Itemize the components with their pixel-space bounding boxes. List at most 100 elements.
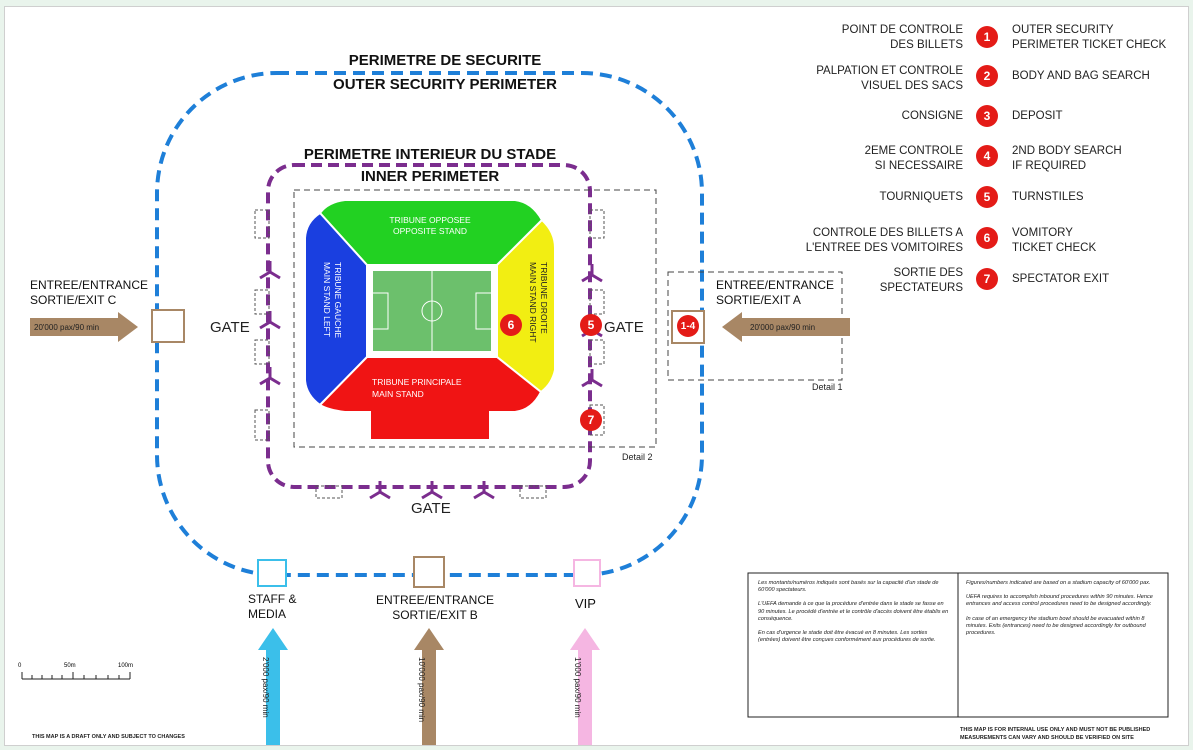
legend-2-fr: PALPATION ET CONTROLE VISUEL DES SACS xyxy=(800,64,963,94)
staff-media-label: STAFF & MEDIA xyxy=(248,592,296,622)
opposite-stand-fr: TRIBUNE OPPOSEE xyxy=(389,215,471,225)
notes-french: Les montants/numéros indiqués sont basés… xyxy=(758,580,950,644)
entrance-c-square xyxy=(151,309,185,343)
entrance-b-line2: SORTIE/EXIT B xyxy=(392,608,478,622)
legend-5-en: TURNSTILES xyxy=(1012,190,1084,205)
marker-7: 7 xyxy=(580,409,602,431)
left-stand-fr: TRIBUNE GAUCHE xyxy=(333,262,343,339)
legend-5-en-line1: TURNSTILES xyxy=(1012,191,1084,203)
legend-1-en: OUTER SECURITY PERIMETER TICKET CHECK xyxy=(1012,23,1166,53)
legend-1-number: 1 xyxy=(976,26,998,48)
legend-4-en: 2ND BODY SEARCH IF REQUIRED xyxy=(1012,144,1122,174)
legend-6-en-line2: TICKET CHECK xyxy=(1012,242,1097,254)
main-stand xyxy=(318,356,543,441)
arrow-entrance-a xyxy=(722,312,850,342)
legend-6-fr: CONTROLE DES BILLETS A L'ENTREE DES VOMI… xyxy=(780,226,963,256)
vip-label: VIP xyxy=(575,596,596,611)
entrance-a-line1: ENTREE/ENTRANCE xyxy=(716,278,835,292)
opposite-stand-label: TRIBUNE OPPOSEE OPPOSITE STAND xyxy=(360,215,500,237)
legend-4-number: 4 xyxy=(976,145,998,167)
legend-3-fr: CONSIGNE xyxy=(800,109,963,124)
note-en-2: UEFA requires to accomplish inbound proc… xyxy=(966,594,1153,608)
scale-label-50: 50m xyxy=(64,663,76,669)
legend-1-fr-line2: DES BILLETS xyxy=(890,39,963,51)
arrow-entrance-c xyxy=(30,312,138,342)
legend-6-en-line1: VOMITORY xyxy=(1012,227,1073,239)
arrow-entrance-b xyxy=(414,628,444,745)
right-stand-fr: TRIBUNE DROITE xyxy=(539,262,549,334)
detail-1-label: Detail 1 xyxy=(812,382,843,392)
legend-2-en-line1: BODY AND BAG SEARCH xyxy=(1012,70,1150,82)
entrance-c-line1: ENTREE/ENTRANCE xyxy=(30,278,149,292)
vip-square xyxy=(573,559,601,587)
legend-3-fr-line1: CONSIGNE xyxy=(901,110,963,122)
legend-5-number: 5 xyxy=(976,186,998,208)
legend-4-fr-line2: SI NECESSAIRE xyxy=(874,160,963,172)
inner-perimeter-title-en: INNER PERIMETER xyxy=(360,168,500,185)
footer-measurements-note: MEASUREMENTS CAN VARY AND SHOULD BE VERI… xyxy=(960,735,1134,741)
legend-6-fr-line1: CONTROLE DES BILLETS A xyxy=(812,227,963,239)
note-en-1: Figures/numbers indicated are based on a… xyxy=(966,580,1151,586)
note-fr-1: Les montants/numéros indiqués sont basés… xyxy=(758,580,939,594)
right-stand-en: MAIN STAND RIGHT xyxy=(528,262,538,343)
entrance-c-line2: SORTIE/EXIT C xyxy=(30,293,117,307)
rate-staff-label: 2'000 pax/90 min xyxy=(261,657,270,718)
left-stand-en: MAIN STAND LEFT xyxy=(322,262,332,337)
note-fr-2: L'UEFA demande à ce que la procédure d'e… xyxy=(758,601,949,622)
main-stand-fr: TRIBUNE PRINCIPALE xyxy=(372,377,462,387)
footer-draft-note: THIS MAP IS A DRAFT ONLY AND SUBJECT TO … xyxy=(32,734,185,740)
legend-5-fr-line1: TOURNIQUETS xyxy=(879,191,964,203)
staff-line2: MEDIA xyxy=(248,607,287,621)
entrance-a-line2: SORTIE/EXIT A xyxy=(716,293,801,307)
staff-line1: STAFF & xyxy=(248,592,297,606)
marker-6: 6 xyxy=(500,314,522,336)
legend-6-fr-line2: L'ENTREE DES VOMITOIRES xyxy=(805,242,963,254)
legend-7-fr-line2: SPECTATEURS xyxy=(879,282,963,294)
legend-3-en-line1: DEPOSIT xyxy=(1012,110,1063,122)
outer-perimeter-title-fr: PERIMETRE DE SECURITE xyxy=(348,52,542,69)
legend-7-en: SPECTATOR EXIT xyxy=(1012,272,1109,287)
rate-c-label: 20'000 pax/90 min xyxy=(34,323,100,332)
main-stand-en: MAIN STAND xyxy=(372,389,424,399)
entrance-a-label: ENTREE/ENTRANCE SORTIE/EXIT A xyxy=(716,278,834,308)
legend-2-fr-line2: VISUEL DES SACS xyxy=(861,80,963,92)
footer-internal-note: THIS MAP IS FOR INTERNAL USE ONLY AND MU… xyxy=(960,727,1151,733)
legend-6-en: VOMITORY TICKET CHECK xyxy=(1012,226,1096,256)
legend-1-en-line2: PERIMETER TICKET CHECK xyxy=(1012,39,1167,51)
gate-left-label: GATE xyxy=(210,319,250,336)
inner-perimeter-title-fr: PERIMETRE INTERIEUR DU STADE xyxy=(303,146,557,163)
legend-4-en-line1: 2ND BODY SEARCH xyxy=(1012,145,1122,157)
entrance-b-square xyxy=(413,556,445,588)
detail-1-box xyxy=(667,271,843,381)
arrow-vip xyxy=(570,628,600,745)
arrow-staff xyxy=(258,628,288,745)
left-stand-label: TRIBUNE GAUCHE MAIN STAND LEFT xyxy=(321,262,343,338)
legend-2-en: BODY AND BAG SEARCH xyxy=(1012,69,1150,84)
legend-2-fr-line1: PALPATION ET CONTROLE xyxy=(816,65,963,77)
legend-7-en-line1: SPECTATOR EXIT xyxy=(1012,273,1110,285)
legend-7-fr-line1: SORTIE DES xyxy=(893,267,963,279)
legend-4-fr-line1: 2EME CONTROLE xyxy=(864,145,963,157)
rate-vip-label: 1'000 pax/90 min xyxy=(573,657,582,718)
rate-a-label: 20'000 pax/90 min xyxy=(750,323,816,332)
entrance-c-label: ENTREE/ENTRANCE SORTIE/EXIT C xyxy=(30,278,148,308)
turnstiles-bottom xyxy=(368,479,496,500)
right-stand-label: TRIBUNE DROITE MAIN STAND RIGHT xyxy=(527,262,549,343)
gate-bottom-label: GATE xyxy=(411,500,451,517)
main-stand-label: TRIBUNE PRINCIPALE MAIN STAND xyxy=(372,376,462,400)
gate-right-label: GATE xyxy=(604,319,644,336)
legend-4-fr: 2EME CONTROLE SI NECESSAIRE xyxy=(800,144,963,174)
legend-1-en-line1: OUTER SECURITY xyxy=(1012,24,1114,36)
detail-2-label: Detail 2 xyxy=(622,452,653,462)
rate-b-label: 10'000 pax/90 min xyxy=(417,657,426,723)
note-fr-3: En cas d'urgence le stade doit être évac… xyxy=(758,630,936,644)
gate-booths xyxy=(254,209,605,499)
entrance-b-label: ENTREE/ENTRANCE SORTIE/EXIT B xyxy=(376,593,494,623)
staff-square xyxy=(257,559,287,587)
note-en-3: In case of an emergency the stadium bowl… xyxy=(966,615,1146,637)
outer-perimeter-title-en: OUTER SECURITY PERIMETER xyxy=(333,76,557,93)
legend-7-fr: SORTIE DES SPECTATEURS xyxy=(800,266,963,296)
legend-3-number: 3 xyxy=(976,105,998,127)
legend-2-number: 2 xyxy=(976,65,998,87)
legend-6-number: 6 xyxy=(976,227,998,249)
